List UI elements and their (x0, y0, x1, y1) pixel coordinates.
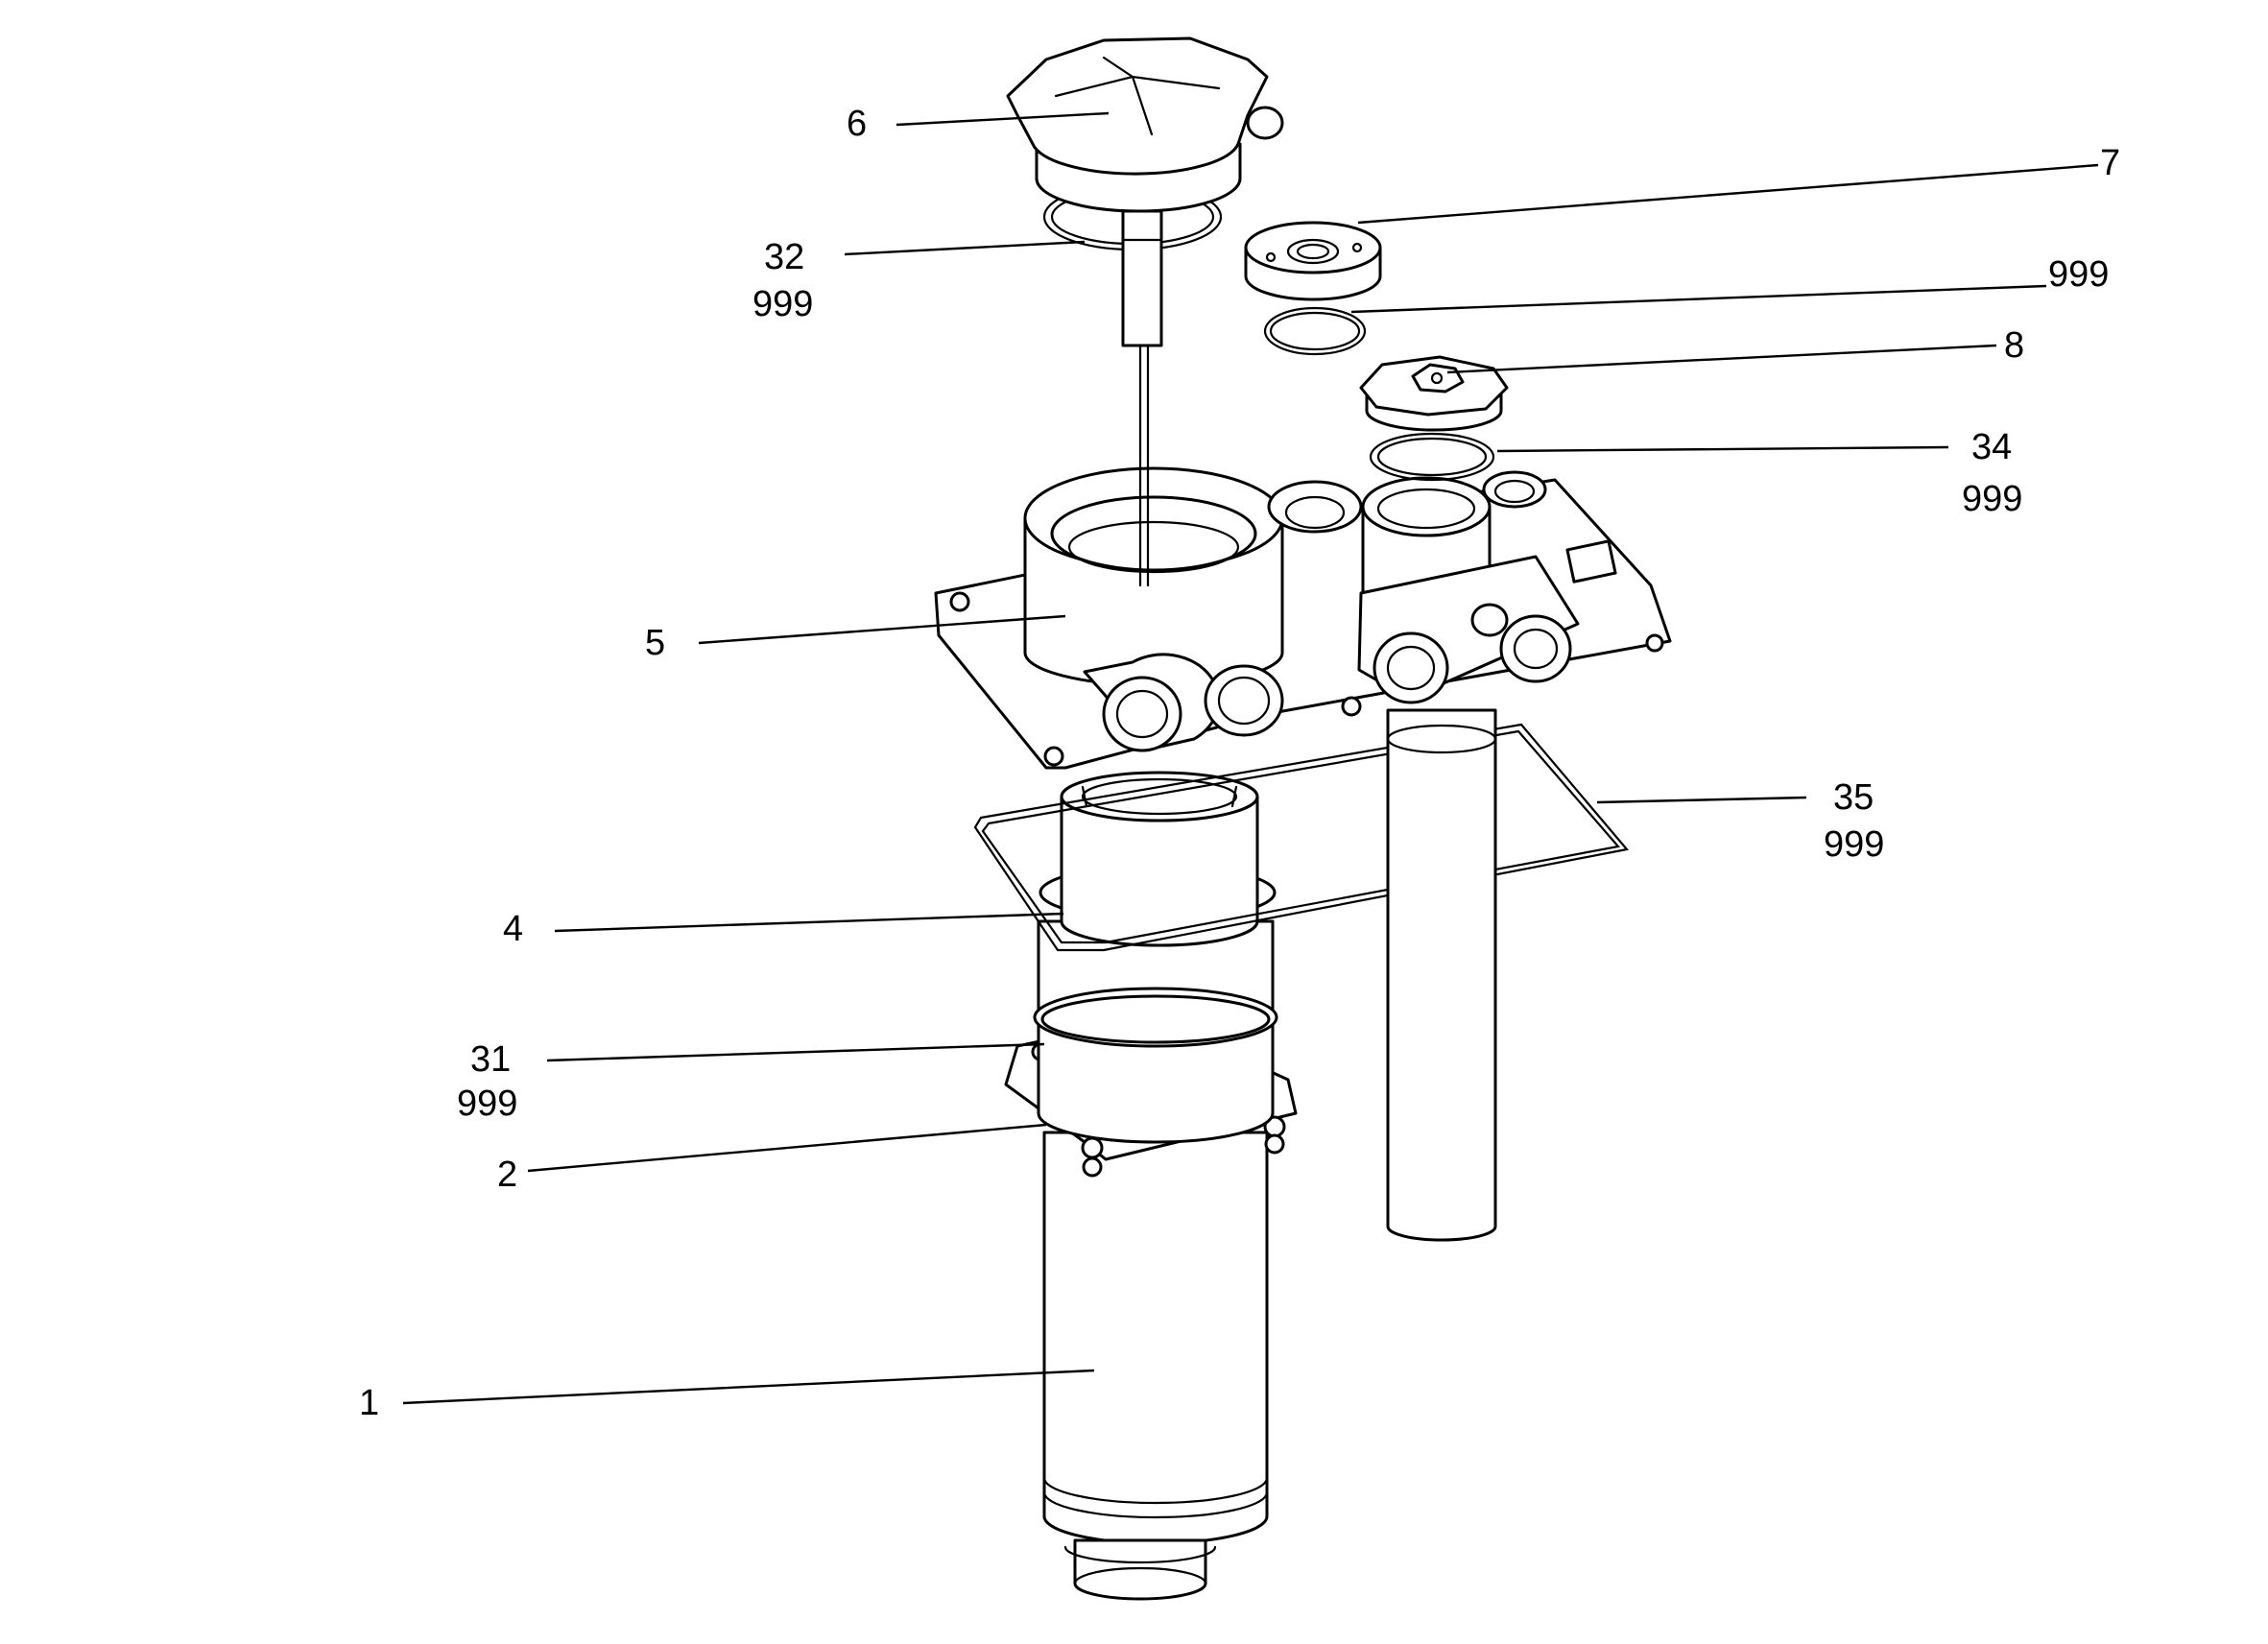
leader-8 (1446, 344, 1997, 374)
leader-31 (546, 1042, 1045, 1062)
part-return-pipe (1386, 708, 1497, 1242)
part-flat-gasket (973, 723, 1630, 952)
leader-6 (895, 111, 1110, 127)
callout-999: 999 (2048, 254, 2109, 295)
callout-31-sub: 999 (457, 1084, 517, 1124)
leader-2 (527, 1123, 1047, 1173)
callout-32: 32 (764, 237, 804, 277)
leader-5 (698, 614, 1066, 645)
part-filter-element (1039, 771, 1277, 947)
callout-31: 31 (470, 1039, 511, 1080)
callout-32-sub: 999 (752, 284, 813, 324)
leader-4 (554, 912, 1064, 933)
callout-7: 7 (2100, 143, 2120, 183)
callout-4: 4 (503, 909, 523, 949)
part-breather-cap (1359, 355, 1509, 482)
callout-1: 1 (359, 1383, 379, 1423)
callout-34: 34 (1971, 427, 2012, 467)
callout-8: 8 (2004, 325, 2024, 366)
part-filter-head (934, 344, 1672, 770)
part-filter-bowl (1042, 1131, 1269, 1601)
part-bowl-sleeve (1033, 919, 1278, 1144)
leader-32 (844, 240, 1086, 256)
leader-1 (402, 1369, 1095, 1405)
callout-labels: 6 32 999 7 999 8 34 999 5 35 999 4 31 99… (359, 104, 2120, 1423)
part-cover-cap (1006, 36, 1284, 347)
callout-6: 6 (847, 104, 867, 144)
callout-34-sub: 999 (1962, 479, 2022, 519)
leader-34 (1496, 445, 1949, 453)
callout-5: 5 (645, 623, 665, 663)
callout-35: 35 (1833, 777, 1874, 818)
callout-35-sub: 999 (1824, 824, 1884, 865)
leader-35 (1596, 796, 1807, 804)
leader-lines (402, 111, 2099, 1405)
leader-999 (1350, 284, 2047, 314)
leader-7 (1357, 163, 2099, 225)
callout-2: 2 (497, 1155, 517, 1195)
part-valve-cap (1244, 221, 1382, 356)
